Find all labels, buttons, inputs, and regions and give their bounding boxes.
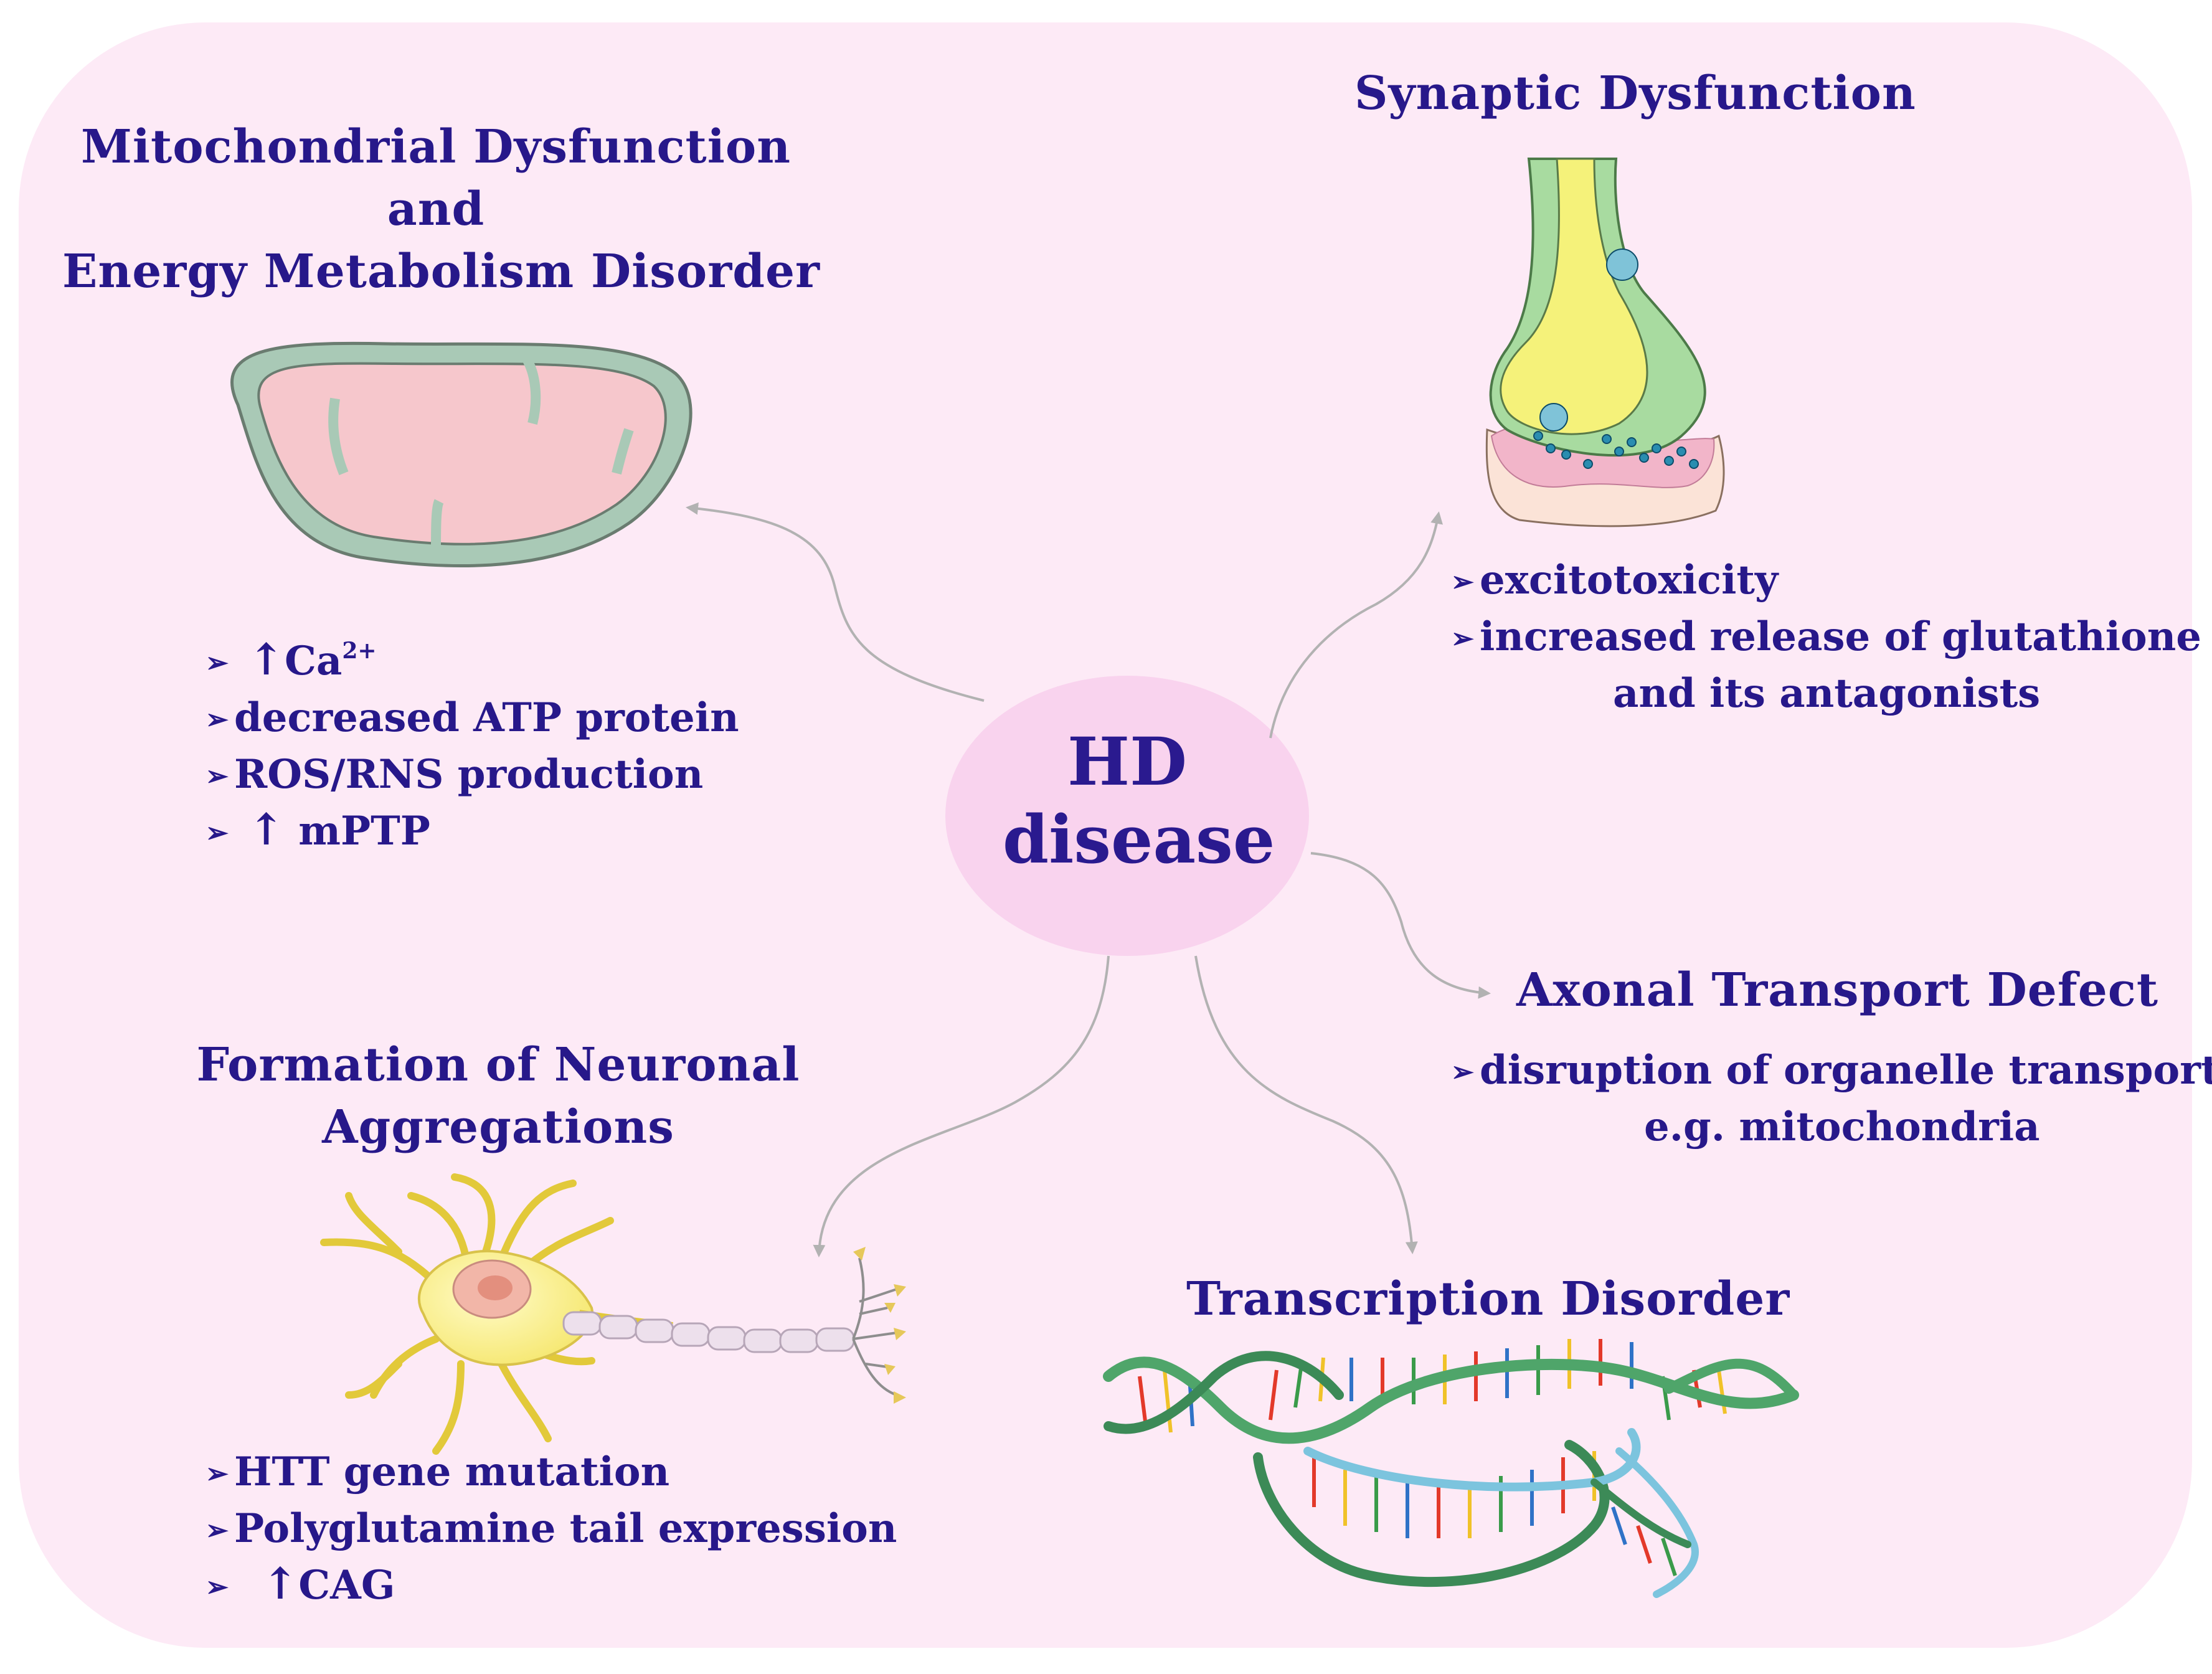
synaptic-bullet-1: ➢excitotoxicity (1451, 553, 2201, 610)
arrow-to-neuron (813, 955, 1110, 1257)
dna-double-helix-icon (1103, 1339, 1799, 1598)
bullet-arrow-icon: ➢ (206, 704, 229, 735)
bullet-arrow-icon: ➢ (1451, 623, 1474, 655)
neuronal-bullet-1: ➢HTT gene mutation (206, 1445, 897, 1501)
axonal-bullet-1-cont: e.g. mitochondria (1644, 1104, 2040, 1150)
connector-arrows (686, 502, 1491, 1257)
bullet-arrow-icon: ➢ (1451, 1056, 1474, 1088)
synaptic-bullet-2-text: increased release of glutathione (1480, 613, 2201, 660)
neuronal-bullets: ➢HTT gene mutation ➢Polyglutamine tail e… (206, 1445, 897, 1615)
mitochondrion-icon (230, 341, 692, 567)
axonal-bullet-1-text: disruption of organelle transport, (1480, 1047, 2212, 1094)
up-arrow-icon: ↑ (248, 633, 285, 685)
synaptic-title: Synaptic Dysfunction (1354, 67, 1916, 120)
axonal-title: Axonal Transport Defect (1516, 963, 2159, 1017)
synaptic-bullet-1-text: excitotoxicity (1480, 557, 1779, 603)
neuronal-title-line1: Formation of Neuronal (196, 1038, 800, 1092)
center-label-line2: disease (1003, 800, 1275, 878)
neuronal-bullet-1-text: HTT gene mutation (234, 1449, 670, 1495)
neuronal-title: Formation of Neuronal Aggregations (187, 1034, 810, 1158)
mito-bullet-atp-text: decreased ATP protein (234, 694, 739, 741)
mito-bullet-ros-text: ROS/RNS production (234, 751, 704, 798)
arrow-to-mitochondria (686, 502, 985, 702)
neuronal-bullet-2-text: Polyglutamine tail expression (234, 1505, 897, 1552)
axonal-bullet-1: ➢disruption of organelle transport, (1451, 1043, 2212, 1100)
bullet-arrow-icon: ➢ (206, 817, 229, 849)
synapse-icon (1485, 158, 1725, 527)
mitochondrial-bullets: ➢ ↑Ca2+ ➢decreased ATP protein ➢ROS/RNS … (206, 634, 739, 861)
mito-bullet-mptp: ➢ ↑ mPTP (206, 804, 739, 861)
transcription-title: Transcription Disorder (1186, 1272, 1790, 1326)
axonal-bullets: ➢disruption of organelle transport, e.g.… (1451, 1043, 2212, 1155)
neuronal-bullet-2: ➢Polyglutamine tail expression (206, 1501, 897, 1558)
synaptic-bullets: ➢excitotoxicity ➢increased release of gl… (1451, 553, 2201, 721)
mito-bullet-atp: ➢decreased ATP protein (206, 691, 739, 747)
mito-bullet-calcium-text: Ca (284, 638, 343, 684)
neuronal-title-line2: Aggregations (322, 1100, 674, 1154)
neuronal-bullet-3: ➢ ↑CAG (206, 1558, 897, 1615)
center-ellipse (945, 676, 1309, 956)
arrow-to-axonal (1310, 852, 1491, 999)
bullet-arrow-icon: ➢ (206, 760, 229, 792)
mitochondrial-title: Mitochondrial Dysfunction and Energy Met… (62, 116, 821, 303)
bullet-arrow-icon: ➢ (1451, 566, 1474, 598)
bullet-arrow-icon: ➢ (206, 1515, 229, 1546)
mitochondrial-title-line2: and (387, 182, 485, 236)
mito-bullet-ros: ➢ROS/RNS production (206, 747, 739, 804)
synaptic-bullet-2-cont: and its antagonists (1613, 670, 2041, 717)
up-arrow-icon: ↑ (248, 803, 285, 855)
bullet-arrow-icon: ➢ (206, 1571, 229, 1603)
mito-bullet-mptp-text: mPTP (298, 808, 430, 854)
bullet-arrow-icon: ➢ (206, 647, 229, 679)
mitochondrial-title-line1: Mitochondrial Dysfunction (80, 120, 792, 174)
synaptic-bullet-2: ➢increased release of glutathione (1451, 610, 2201, 666)
center-label-line1: HD (1067, 722, 1188, 800)
mito-bullet-calcium: ➢ ↑Ca2+ (206, 634, 739, 691)
mito-bullet-calcium-sup: 2+ (342, 638, 377, 664)
arrow-to-synapse (1269, 511, 1443, 739)
neuron-icon (320, 1173, 906, 1455)
up-arrow-icon: ↑ (262, 1558, 299, 1609)
arrow-to-transcription (1194, 955, 1418, 1254)
center-label: HD disease (1003, 722, 1275, 878)
mitochondrial-title-line3: Energy Metabolism Disorder (62, 245, 821, 298)
neuronal-bullet-3-text: CAG (298, 1562, 395, 1609)
bullet-arrow-icon: ➢ (206, 1458, 229, 1490)
